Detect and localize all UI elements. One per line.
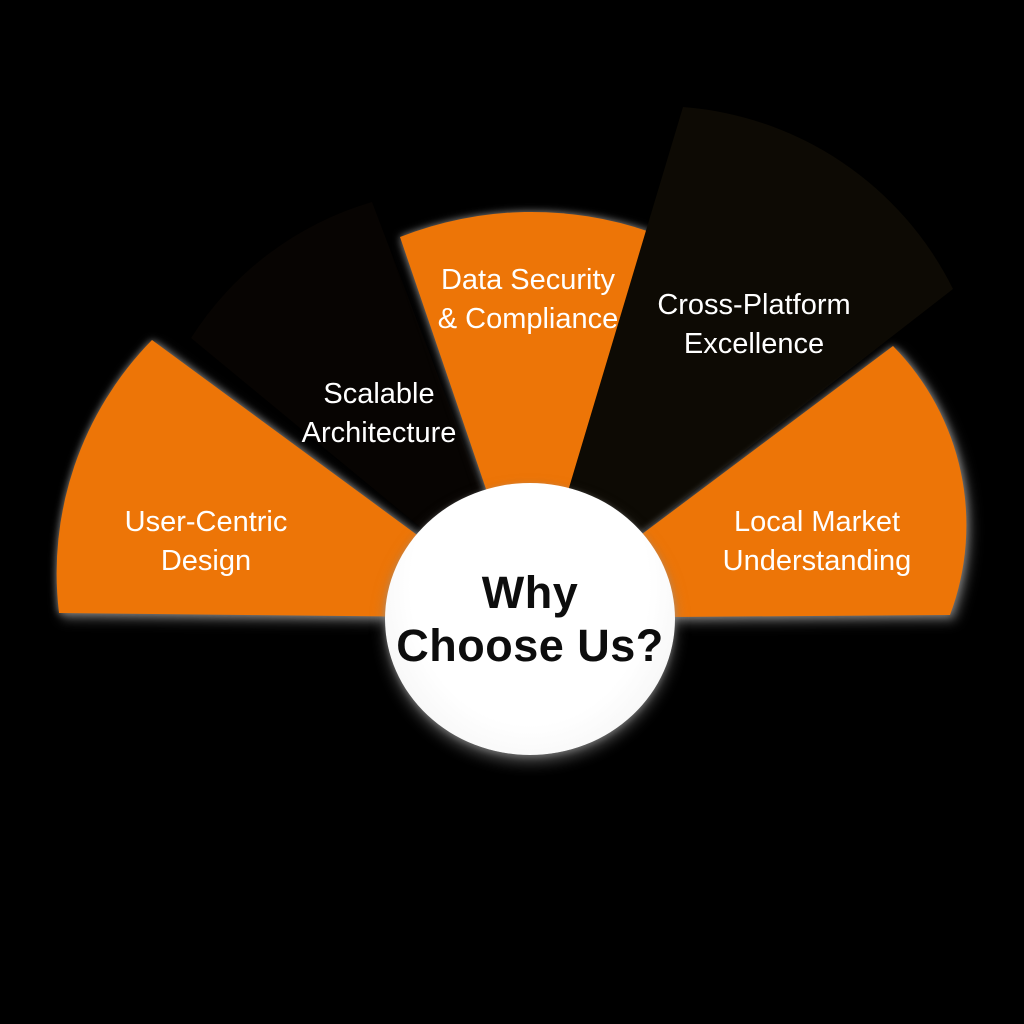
center-hub-title-line1: Why xyxy=(481,567,579,618)
label-line: Excellence xyxy=(683,328,825,360)
center-hub: Why Choose Us? xyxy=(385,483,675,755)
label-line: Understanding xyxy=(722,545,912,577)
label-line: Architecture xyxy=(301,417,457,449)
label-data-security-compliance: Data Security & Compliance xyxy=(438,261,619,339)
label-cross-platform-excellence: Cross-Platform Excellence xyxy=(657,286,850,364)
center-hub-title-line2: Choose Us? xyxy=(396,620,664,671)
label-line: Scalable xyxy=(323,378,435,410)
label-line: Local Market xyxy=(733,506,901,538)
center-hub-title: Why Choose Us? xyxy=(396,566,664,672)
label-line: User-Centric xyxy=(124,506,288,538)
label-line: Data Security xyxy=(440,264,616,296)
label-line: & Compliance xyxy=(437,303,619,335)
label-local-market-understanding: Local Market Understanding xyxy=(723,503,912,581)
wedge-data-security-compliance xyxy=(400,211,650,618)
label-line: Design xyxy=(160,545,252,577)
label-line: Cross-Platform xyxy=(657,289,851,321)
label-user-centric-design: User-Centric Design xyxy=(125,503,288,581)
label-scalable-architecture: Scalable Architecture xyxy=(302,375,457,453)
wedge-cross-platform-excellence xyxy=(530,107,953,618)
